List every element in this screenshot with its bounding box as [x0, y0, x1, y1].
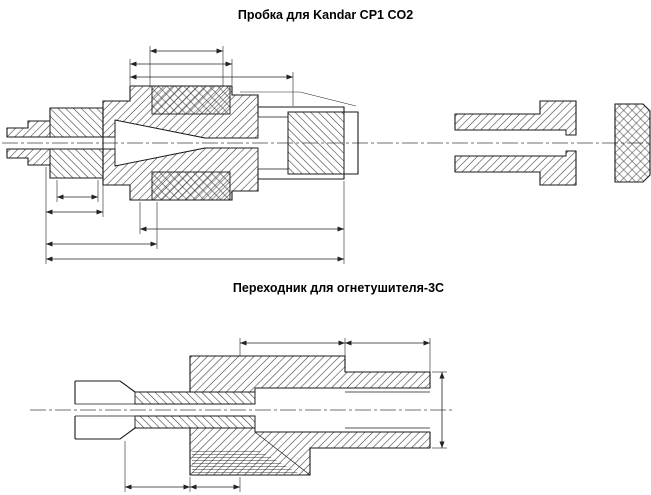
knurl-band-top	[151, 85, 231, 115]
thread-zone	[192, 449, 298, 473]
adapter-body-section	[189, 355, 431, 476]
bottom-drawing-title: Переходник для огнетушителя-3С	[232, 281, 445, 295]
bottom-drawing	[30, 338, 452, 492]
dimension-lines-top	[45, 46, 357, 264]
cup-part-section	[454, 100, 577, 186]
insert-section	[287, 111, 345, 175]
plug-assembly-section	[6, 85, 359, 201]
knurl-band-bottom	[151, 171, 231, 201]
top-drawing-title: Пробка для Kandar CP1 CO2	[237, 8, 414, 22]
dimension-lines-bottom	[124, 338, 447, 492]
top-drawing	[2, 46, 651, 264]
knurled-disc-section	[614, 103, 651, 183]
